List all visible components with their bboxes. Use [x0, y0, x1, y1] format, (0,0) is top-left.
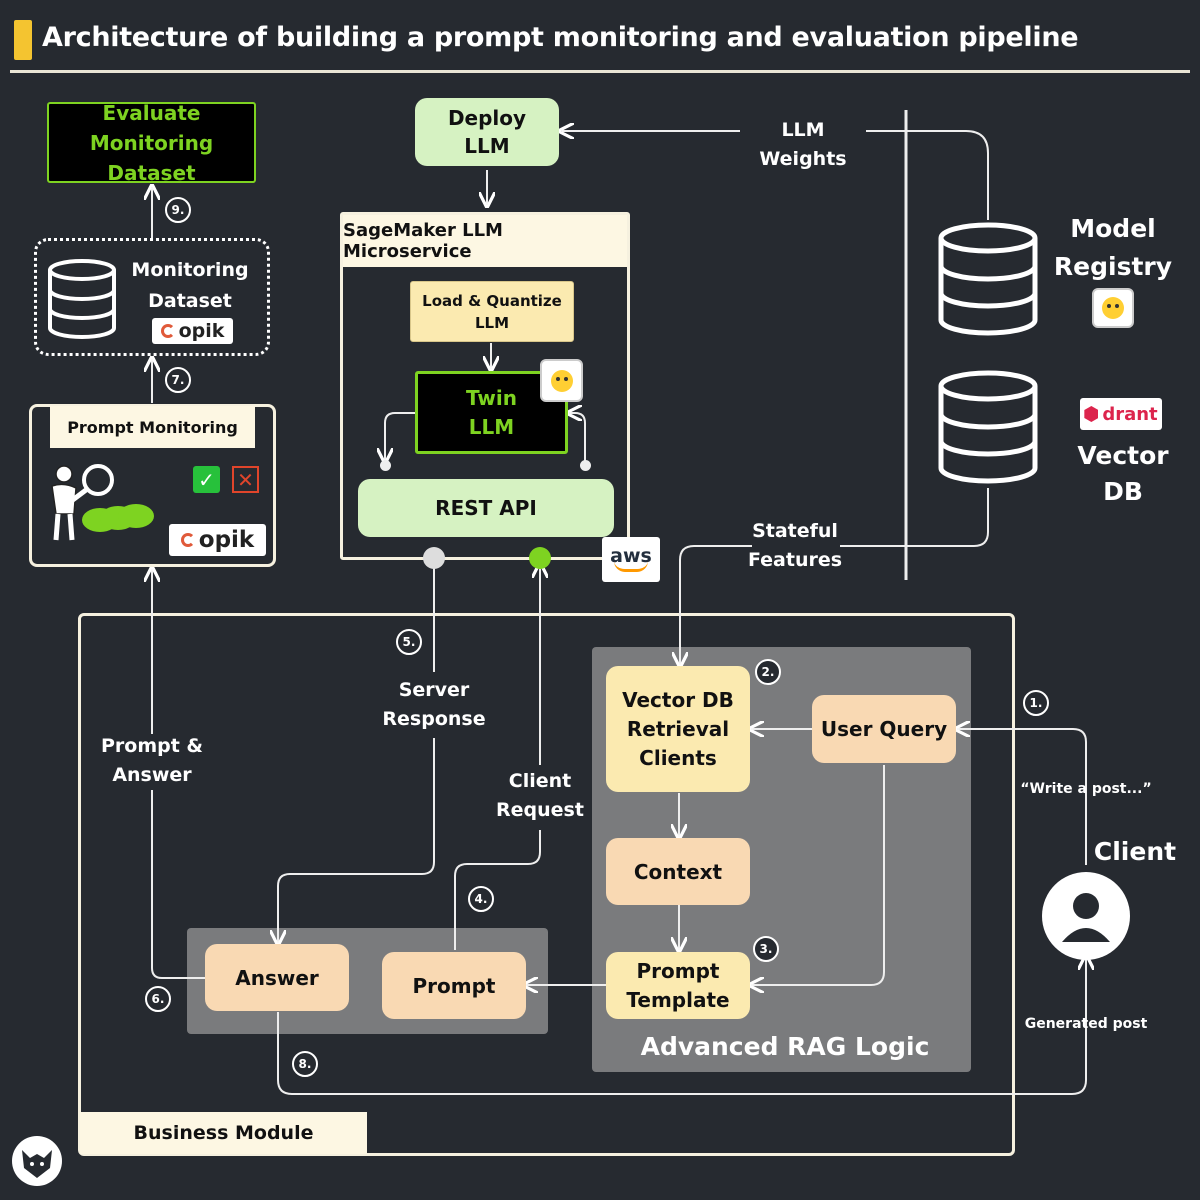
cross-icon: ✕ [232, 466, 259, 493]
generated-post-label: Generated post [1024, 1016, 1148, 1032]
business-module-label: Business Module [133, 1122, 314, 1144]
opik-logo-dataset: opik [152, 318, 233, 344]
prompt-node: Prompt [382, 952, 526, 1019]
evaluate-label: Evaluate Monitoring Dataset [89, 100, 214, 185]
answer-node: Answer [205, 944, 349, 1011]
answer-label: Answer [235, 965, 319, 990]
step-badge-4: 4. [468, 886, 494, 912]
step-badge-5: 5. [396, 629, 422, 655]
prompt-template-label: Prompt Template [626, 958, 730, 1012]
context-node: Context [606, 838, 750, 905]
load-quantize-node: Load & Quantize LLM [410, 281, 574, 342]
rest-api-label: REST API [435, 496, 537, 520]
client-port-dot [529, 547, 551, 569]
twin-right-dot [580, 460, 591, 471]
step-badge-8: 8. [292, 1051, 318, 1077]
aws-logo: aws [602, 537, 660, 582]
qdrant-logo-text: drant [1102, 403, 1158, 425]
client-label: Client [1093, 837, 1177, 866]
sagemaker-title: SageMaker LLM Microservice [343, 220, 503, 262]
step-badge-2: 2. [755, 659, 781, 685]
vector-db-clients-node: Vector DB Retrieval Clients [606, 666, 750, 792]
stateful-features-label: Stateful Features [747, 520, 843, 571]
client-request-label: Client Request [496, 770, 584, 821]
business-module-tab: Business Module [80, 1112, 367, 1154]
context-label: Context [633, 859, 723, 884]
check-icon: ✓ [193, 466, 220, 493]
deploy-llm-node: Deploy LLM [415, 98, 559, 166]
model-registry-label: Model Registry [1053, 214, 1173, 281]
step-badge-1: 1. [1023, 690, 1049, 716]
vector-db-clients-label: Vector DB Retrieval Clients [622, 687, 734, 770]
fox-logo-icon [12, 1136, 62, 1186]
business-module-panel [78, 613, 1015, 1156]
llm-weights-label: LLM Weights [759, 119, 847, 170]
rest-api-node: REST API [358, 479, 614, 537]
monitoring-dataset-label: Monitoring Dataset [131, 259, 249, 312]
client-avatar-icon [1042, 872, 1130, 960]
opik-logo-text: opik [198, 527, 255, 553]
prompt-monitoring-label: Prompt Monitoring [67, 417, 238, 437]
monitoring-dataset-node [34, 238, 270, 356]
twin-llm-label: Twin LLM [465, 385, 517, 439]
opik-logo-text: opik [178, 320, 225, 342]
vector-db-database-icon [936, 368, 1040, 488]
user-query-label: User Query [820, 717, 948, 741]
opik-ring-icon [160, 324, 175, 338]
step-badge-3: 3. [753, 936, 779, 962]
server-port-dot [423, 547, 445, 569]
opik-logo-monitoring: opik [169, 524, 266, 556]
sagemaker-header: SageMaker LLM Microservice [343, 215, 627, 267]
evaluate-monitoring-dataset-node: Evaluate Monitoring Dataset [47, 101, 256, 185]
prompt-label: Prompt [412, 973, 496, 998]
huggingface-icon [540, 359, 583, 402]
aws-smile-icon [614, 561, 648, 572]
advanced-rag-label: Advanced RAG Logic [640, 1032, 930, 1061]
qdrant-logo: drant [1080, 398, 1162, 430]
prompt-monitoring-node [29, 404, 276, 567]
title-divider [10, 70, 1190, 73]
huggingface-registry-icon [1092, 288, 1134, 328]
prompt-monitoring-header: Prompt Monitoring [50, 406, 255, 448]
vector-db-label: Vector DB [1077, 441, 1169, 506]
model-registry-database-icon [936, 220, 1040, 340]
opik-ring-icon [180, 533, 195, 547]
qdrant-hex-icon [1084, 406, 1099, 422]
prompt-answer-label: Prompt & Answer [100, 735, 203, 786]
write-post-label: “Write a post...” [1020, 781, 1152, 797]
twin-left-dot [380, 460, 391, 471]
deploy-llm-label: Deploy LLM [447, 106, 527, 158]
step-badge-7: 7. [165, 367, 191, 393]
step-badge-6: 6. [145, 986, 171, 1012]
prompt-template-node: Prompt Template [606, 952, 750, 1019]
server-response-label: Server Response [382, 679, 486, 730]
sagemaker-microservice: SageMaker LLM Microservice [340, 212, 630, 560]
inspector-figure-icon [40, 462, 160, 542]
title-accent-bar [14, 20, 32, 60]
page-title: Architecture of building a prompt monito… [42, 22, 1079, 53]
monitoring-database-icon [46, 258, 118, 340]
load-quantize-label: Load & Quantize LLM [422, 291, 562, 332]
user-query-node: User Query [812, 695, 956, 763]
step-badge-9: 9. [165, 197, 191, 223]
